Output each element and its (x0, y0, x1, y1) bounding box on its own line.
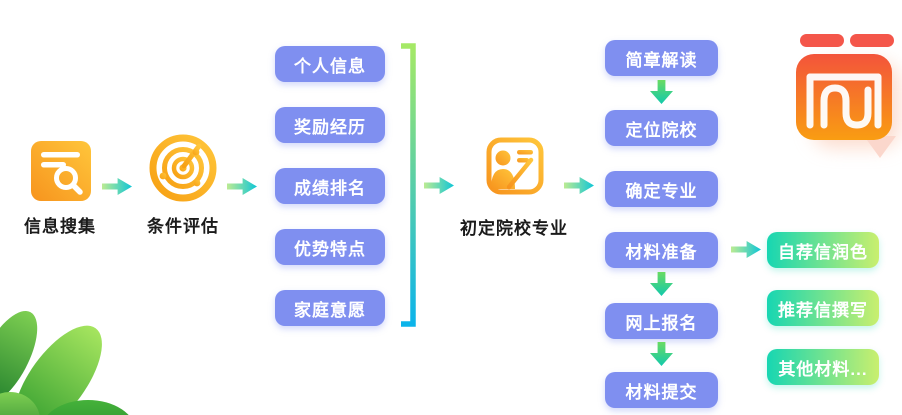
info-pill: 家庭意愿 (275, 290, 385, 326)
material-pill: 其他材料... (767, 349, 879, 385)
document-search-icon (31, 141, 91, 201)
arrow-down-icon (650, 80, 673, 104)
info-pill: 优势特点 (275, 229, 385, 265)
arrow-right-icon (102, 178, 132, 195)
process-pill: 网上报名 (605, 303, 718, 339)
brand-logo (796, 34, 896, 158)
process-pill: 材料准备 (605, 232, 718, 268)
arrow-right-icon (564, 177, 594, 194)
arrow-right-icon (227, 178, 257, 195)
process-pill: 材料提交 (605, 372, 718, 408)
stage3-label: 初定院校专业 (460, 219, 568, 238)
stage2-label: 条件评估 (147, 217, 219, 236)
material-pill: 推荐信撰写 (767, 290, 879, 326)
radar-icon (149, 134, 217, 202)
arrow-down-icon (650, 272, 673, 296)
process-pill: 定位院校 (605, 110, 718, 146)
stage1-label: 信息搜集 (24, 217, 96, 236)
arrow-down-icon (650, 342, 673, 366)
info-pill: 个人信息 (275, 46, 385, 82)
arrow-right-icon (424, 177, 454, 194)
process-pill: 简章解读 (605, 40, 718, 76)
profile-document-icon (486, 137, 544, 195)
arrow-right-icon (731, 241, 761, 258)
info-pill: 成绩排名 (275, 168, 385, 204)
leaves-decoration (0, 310, 129, 415)
process-pill: 确定专业 (605, 171, 718, 207)
material-pill: 自荐信润色 (767, 232, 879, 268)
info-pill: 奖励经历 (275, 107, 385, 143)
bracket-connector (401, 43, 416, 327)
